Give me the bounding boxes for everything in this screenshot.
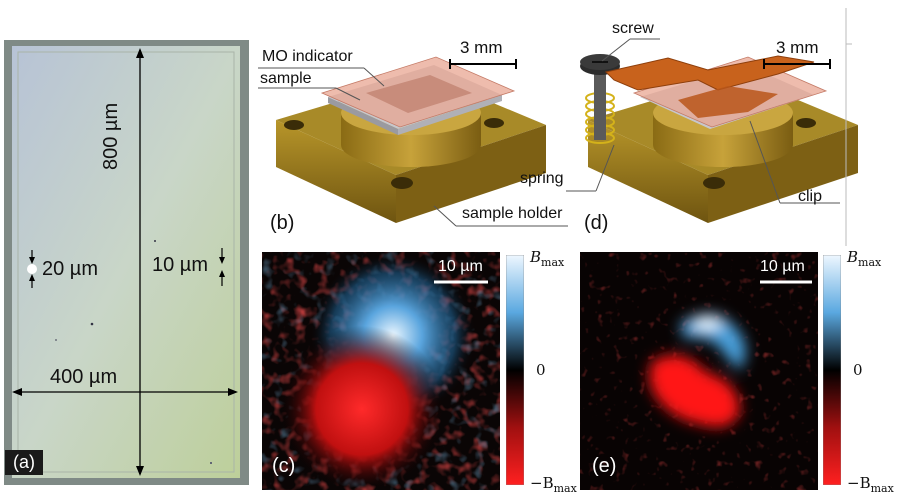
colorbar-c-gradient (506, 255, 524, 485)
clip-label: clip (798, 188, 823, 205)
panel-d-scale-bar (763, 59, 831, 69)
panel-d-leaders (566, 38, 840, 204)
panel-e-tag: (e) (592, 455, 617, 477)
mo-indicator-label: MO indicator (262, 48, 353, 65)
panel-b-scale-label: 3 mm (460, 38, 503, 57)
line-size-label: 10 µm (152, 254, 208, 276)
panel-e-scale-label: 10 µm (760, 258, 805, 275)
panel-d-scale-label: 3 mm (776, 38, 819, 57)
panel-b-tag: (b) (270, 212, 295, 234)
panel-d-tag: (d) (584, 212, 609, 234)
clip-holder-render (580, 54, 858, 223)
colorbar-c-zero: 0 (536, 361, 546, 379)
sample-holder-render (276, 56, 546, 223)
spring-label: spring (520, 170, 564, 187)
colorbar-e-max: Bmax (847, 248, 882, 269)
screw-label: screw (612, 20, 654, 37)
dot-size-label: 20 µm (42, 258, 98, 280)
colorbar-c-min: −Bmax (530, 474, 577, 495)
panel-b-leaders (258, 67, 568, 227)
colorbar-e-min: −Bmax (847, 474, 894, 495)
mo-image-measured (262, 252, 500, 490)
colorbar-e-gradient (823, 255, 841, 485)
dim-length-label: 800 µm (100, 102, 122, 170)
figure-bracket (845, 8, 852, 246)
panel-c-tag: (c) (272, 455, 296, 477)
sample-label: sample (260, 70, 312, 87)
sample-holder-label: sample holder (462, 205, 563, 222)
panel-a-tag: (a) (5, 450, 43, 475)
colorbar-e-zero: 0 (853, 361, 863, 379)
panel-c-scale-label: 10 µm (438, 258, 483, 275)
dim-width-label: 400 µm (50, 366, 118, 388)
colorbar-c-max: Bmax (530, 248, 565, 269)
panel-b-scale-bar (449, 59, 517, 69)
panel-a-micrograph (4, 40, 249, 485)
mo-image-simulated (580, 252, 818, 490)
